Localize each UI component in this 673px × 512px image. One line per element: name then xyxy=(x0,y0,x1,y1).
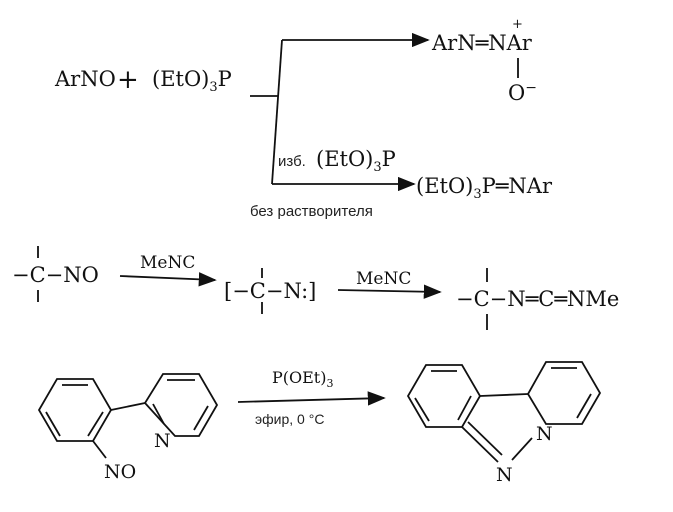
plus-sign: + xyxy=(117,65,139,95)
product-iminophosphorane: (EtO)3P═NAr xyxy=(416,174,553,202)
reagent-phosphite: P(OEt)3 xyxy=(272,368,333,390)
arrow-1 xyxy=(119,272,217,287)
product-azoxy: ArN═NAr xyxy=(431,31,533,55)
reactant-nitroso: −C−NO xyxy=(12,263,99,287)
oxide-oxygen: O− xyxy=(508,80,537,105)
condition-no-solvent: без растворителя xyxy=(250,203,373,220)
bridgehead-nitrogen: N xyxy=(536,423,553,445)
benzo-ring xyxy=(406,364,482,428)
pyridine-nitrogen: N xyxy=(154,430,171,452)
positive-charge: + xyxy=(512,17,523,32)
branch-line xyxy=(271,39,283,185)
nitroso-group: NO xyxy=(104,461,136,483)
arrow-3 xyxy=(237,391,386,406)
reaction-1: ArNO + (EtO)3P ArN═NAr + O− изб. (EtO)3P… xyxy=(54,17,553,220)
condition-excess: изб. xyxy=(278,153,306,170)
reactant-arno: ArNO xyxy=(54,67,116,91)
reactant-nitrosophenylpyridine: N NO xyxy=(37,373,219,483)
reaction-2: −C−NO MeNC [−C−N:] MeNC −C−N═C═NMe xyxy=(12,246,619,330)
arrow-2 xyxy=(337,284,442,299)
reagent-menc-2: MeNC xyxy=(356,269,411,289)
benzene-ring xyxy=(37,378,113,442)
azo-nitrogen: N xyxy=(496,464,513,486)
conditions-ether: эфир, 0 °C xyxy=(255,411,324,427)
pyrido-ring xyxy=(526,361,602,425)
intermediate-nitrene: [−C−N:] xyxy=(224,279,316,303)
reagent-triethyl-phosphite: (EtO)3P xyxy=(152,67,232,95)
pyridine-ring xyxy=(143,373,219,437)
reagent-menc-1: MeNC xyxy=(140,253,195,273)
condition-excess-reagent: (EtO)3P xyxy=(316,147,396,175)
product-pyridoindazole: N N xyxy=(406,361,602,486)
product-carbodiimide: −C−N═C═NMe xyxy=(456,287,619,311)
reaction-3: N NO P(OEt)3 эфир, 0 °C N N xyxy=(37,361,602,486)
